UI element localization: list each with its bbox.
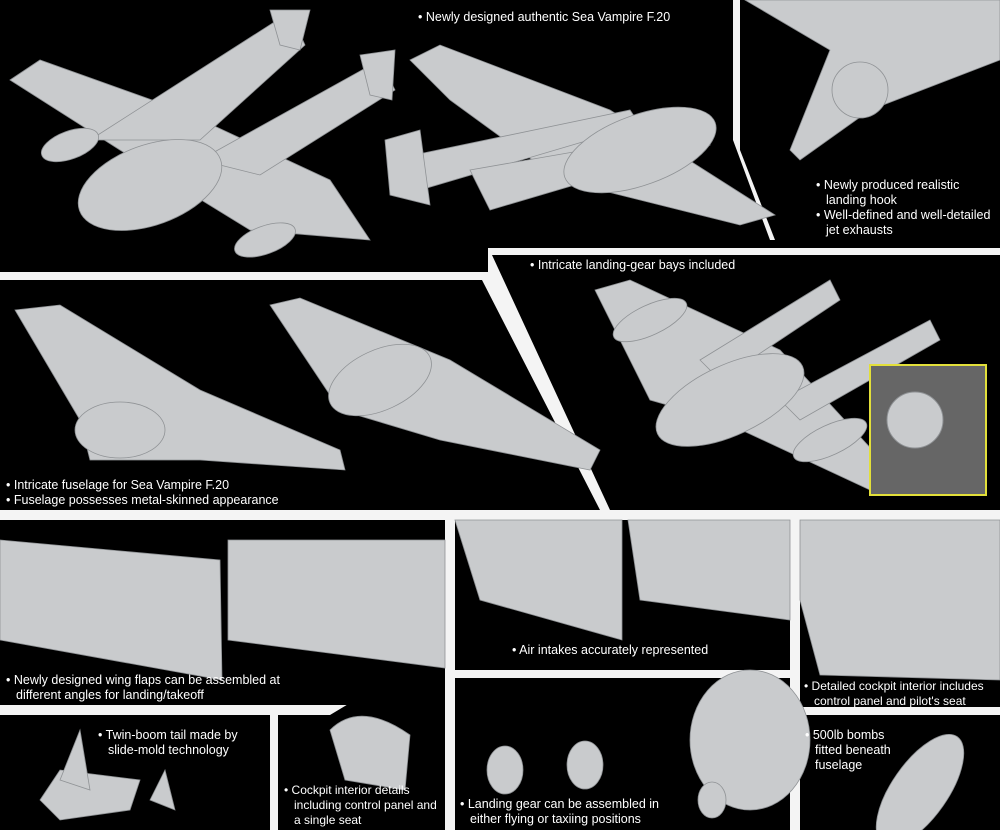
caption-gear-bays: Intricate landing-gear bays included	[530, 258, 735, 273]
caption-text: Landing gear can be assembled in either …	[460, 797, 685, 827]
caption-text: Detailed cockpit interior includes contr…	[804, 679, 999, 709]
caption-text: Twin-boom tail made by slide-mold techno…	[98, 728, 263, 758]
caption-landing-gear: Landing gear can be assembled in either …	[460, 797, 685, 827]
tail-model	[39, 769, 141, 821]
caption-text: Newly designed wing flaps can be assembl…	[6, 673, 306, 703]
landing-gear-wheel	[566, 740, 604, 790]
caption-text: Air intakes accurately represented	[512, 643, 708, 658]
caption-intakes: Air intakes accurately represented	[512, 643, 708, 658]
caption-text: Cockpit interior details including contr…	[284, 783, 444, 828]
caption-bombs: 500lb bombs fitted beneath fuselage	[805, 728, 905, 773]
caption-flaps: Newly designed wing flaps can be assembl…	[6, 673, 306, 703]
landing-gear-wheel	[486, 745, 524, 795]
caption-cockpit-interior: Cockpit interior details including contr…	[284, 783, 444, 828]
caption-text: 500lb bombs fitted beneath fuselage	[805, 728, 905, 773]
caption-text: Fuselage possesses metal-skinned appeara…	[6, 493, 279, 508]
landing-gear-wheel	[697, 781, 727, 819]
caption-text: Well-defined and well-detailed jet exhau…	[816, 208, 996, 238]
caption-text: Newly produced realistic landing hook	[816, 178, 996, 208]
bomb-model	[875, 733, 965, 830]
air-intake-model	[454, 519, 623, 641]
caption-text: Newly designed authentic Sea Vampire F.2…	[418, 10, 670, 25]
air-intake-model	[627, 519, 791, 621]
wing-flap-model	[227, 539, 446, 669]
caption-text: Intricate landing-gear bays included	[530, 258, 735, 273]
caption-text: Intricate fuselage for Sea Vampire F.20	[6, 478, 279, 493]
cockpit-model	[799, 519, 1000, 681]
caption-tail: Twin-boom tail made by slide-mold techno…	[98, 728, 263, 758]
caption-fuselage: Intricate fuselage for Sea Vampire F.20 …	[6, 478, 279, 508]
cockpit-interior-model	[329, 715, 411, 791]
caption-hook-exhaust: Newly produced realistic landing hook We…	[816, 178, 996, 238]
caption-cockpit-detail: Detailed cockpit interior includes contr…	[804, 679, 999, 709]
caption-authentic: Newly designed authentic Sea Vampire F.2…	[418, 10, 670, 25]
